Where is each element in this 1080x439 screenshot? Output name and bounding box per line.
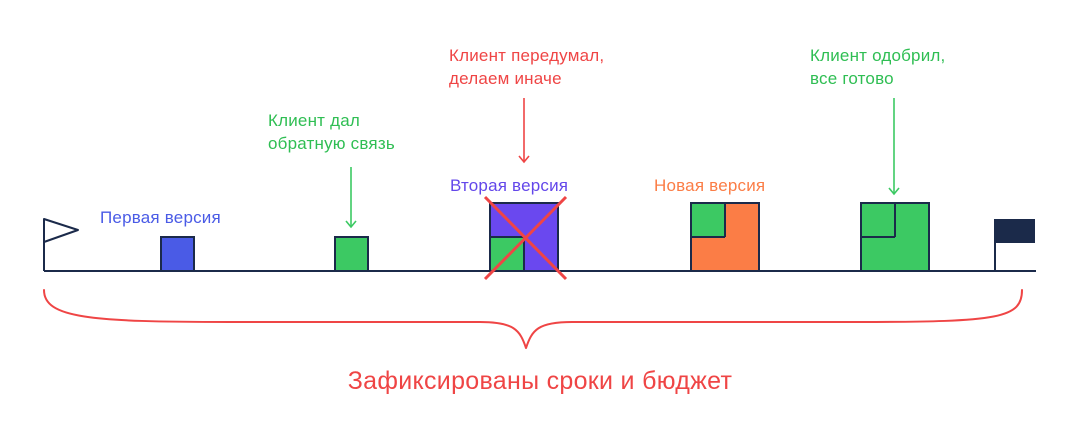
new-version-label: Новая версия — [654, 176, 766, 195]
first-version-label: Первая версия — [100, 208, 221, 227]
feedback-label-line2: обратную связь — [268, 134, 395, 153]
rejected-cross-icon — [483, 195, 568, 281]
time-budget-brace — [43, 289, 1023, 349]
feedback-block — [334, 236, 369, 272]
changed-mind-label-line1: Клиент передумал, — [449, 46, 605, 65]
feedback-arrow-icon — [345, 167, 357, 229]
changed-mind-arrow-icon — [518, 98, 530, 164]
new-version-block — [690, 202, 760, 272]
second-version-label: Вторая версия — [450, 176, 569, 195]
approved-label-line1: Клиент одобрил, — [810, 46, 946, 65]
first-version-block — [160, 236, 195, 272]
start-flag-icon — [43, 218, 79, 271]
feedback-label-line1: Клиент дал — [268, 111, 360, 130]
finish-flag-icon — [994, 219, 1035, 271]
approved-block — [860, 202, 930, 272]
changed-mind-label-line2: делаем иначе — [449, 69, 562, 88]
approved-label-line2: все готово — [810, 69, 894, 88]
approved-arrow-icon — [888, 98, 900, 196]
fixed-time-budget-caption: Зафиксированы сроки и бюджет — [347, 367, 733, 395]
